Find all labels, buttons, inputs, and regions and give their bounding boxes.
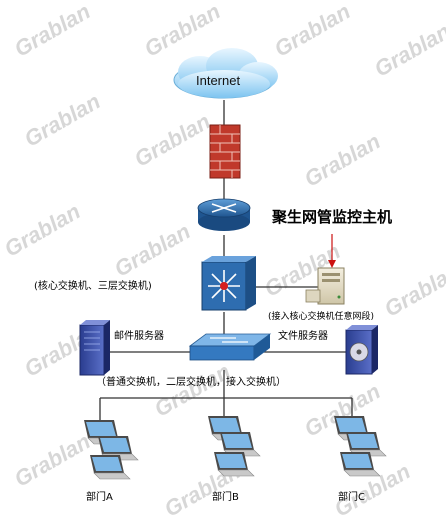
file-server-icon bbox=[345, 325, 378, 375]
monitor-host-label: 聚生网管监控主机 bbox=[272, 208, 393, 226]
department-c-laptops bbox=[334, 416, 387, 477]
monitor-arrow bbox=[328, 234, 336, 268]
mail-server-icon bbox=[79, 320, 110, 376]
mail-server-label: 邮件服务器 bbox=[114, 331, 164, 342]
department-a-laptops bbox=[84, 420, 139, 480]
department-c-label: 部门C bbox=[338, 492, 365, 503]
department-b-label: 部门B bbox=[212, 492, 239, 503]
internet-label: Internet bbox=[196, 73, 241, 88]
network-links bbox=[99, 100, 353, 425]
monitor-host-pc-icon bbox=[305, 267, 345, 305]
department-b-laptops bbox=[208, 416, 261, 477]
access-switch-label: （普通交换机，二层交换机，接入交换机） bbox=[96, 377, 286, 388]
department-a-label: 部门A bbox=[86, 492, 113, 503]
router-icon bbox=[197, 198, 251, 231]
core-switch-label: (核心交换机、三层交换机) bbox=[34, 281, 152, 292]
monitor-pc-note: (接入核心交换机任意网段) bbox=[268, 312, 375, 322]
firewall-icon bbox=[209, 124, 241, 179]
file-server-label: 文件服务器 bbox=[278, 331, 328, 342]
core-switch-icon bbox=[201, 256, 256, 311]
access-switch-icon bbox=[188, 333, 272, 361]
internet-cloud bbox=[173, 48, 278, 99]
